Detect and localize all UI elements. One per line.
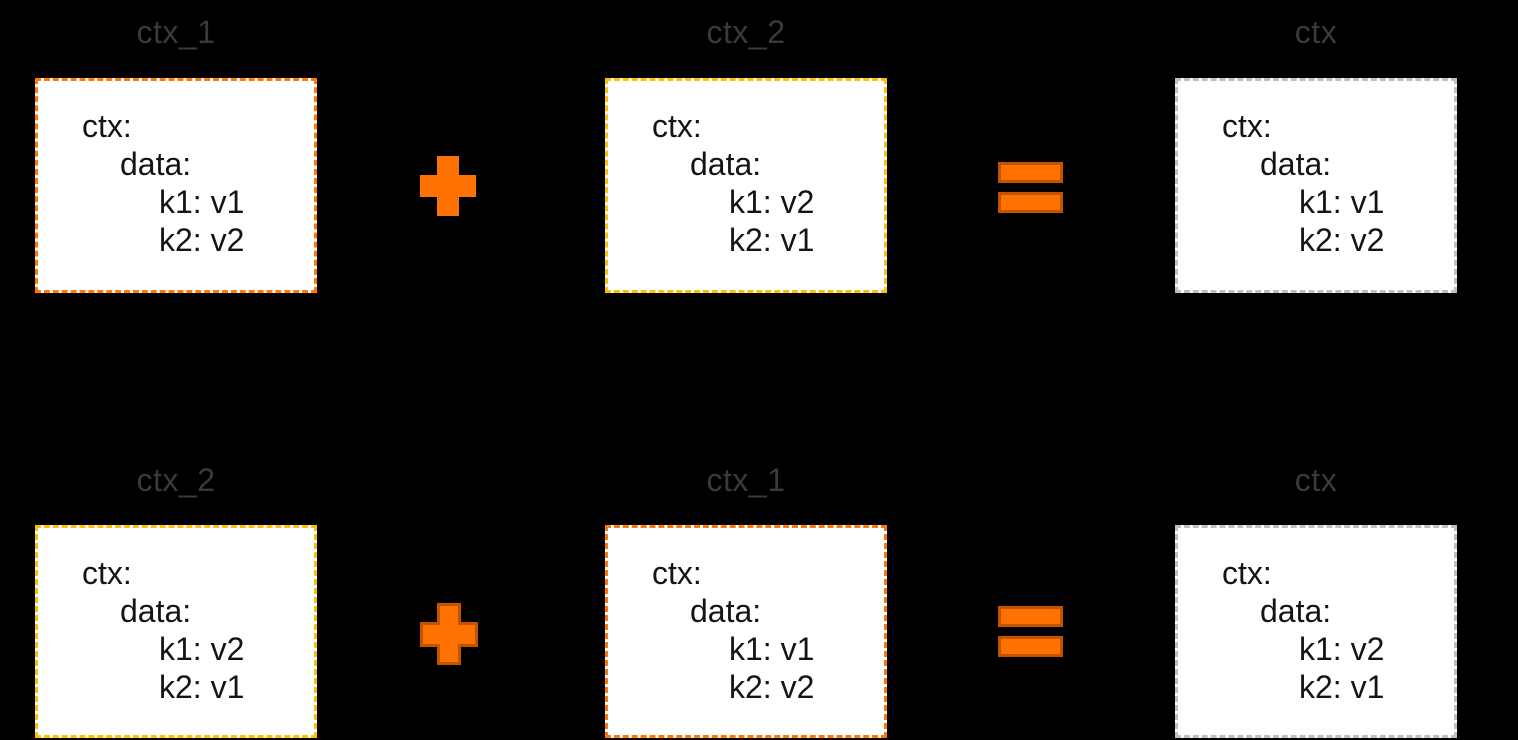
box-title: ctx_1 xyxy=(706,462,786,498)
plus-icon xyxy=(420,603,478,665)
context-box-result: ctx: data: k1: v2 k2: v1 xyxy=(1175,525,1457,738)
yaml-line: ctx: xyxy=(82,108,132,144)
yaml-line: ctx: xyxy=(652,108,702,144)
yaml-line: k1: v1 xyxy=(1299,184,1385,220)
yaml-line: data: xyxy=(690,146,762,182)
yaml-line: k1: v2 xyxy=(1299,631,1385,667)
yaml-line: data: xyxy=(1260,146,1332,182)
yaml-line: ctx: xyxy=(82,555,132,591)
yaml-line: k2: v2 xyxy=(729,669,815,705)
context-box-result: ctx: data: k1: v1 k2: v2 xyxy=(1175,78,1457,293)
yaml-line: k2: v1 xyxy=(1299,669,1385,705)
yaml-line: data: xyxy=(120,146,192,182)
yaml-line: k2: v2 xyxy=(159,222,245,258)
yaml-line: data: xyxy=(120,593,192,629)
box-title: ctx xyxy=(1294,14,1338,50)
equals-icon xyxy=(998,162,1063,213)
plus-icon xyxy=(420,156,476,216)
context-box-operand1: ctx: data: k1: v1 k2: v2 xyxy=(35,78,317,293)
yaml-line: k1: v1 xyxy=(159,184,245,220)
context-box-operand2: ctx: data: k1: v1 k2: v2 xyxy=(605,525,887,738)
yaml-line: data: xyxy=(690,593,762,629)
yaml-line: k2: v2 xyxy=(1299,222,1385,258)
box-title: ctx xyxy=(1294,462,1338,498)
yaml-line: k1: v1 xyxy=(729,631,815,667)
box-title: ctx_2 xyxy=(706,14,786,50)
yaml-line: k2: v1 xyxy=(729,222,815,258)
yaml-line: data: xyxy=(1260,593,1332,629)
yaml-line: k2: v1 xyxy=(159,669,245,705)
yaml-line: k1: v2 xyxy=(729,184,815,220)
equals-icon xyxy=(998,606,1063,657)
box-title: ctx_2 xyxy=(136,462,216,498)
yaml-line: k1: v2 xyxy=(159,631,245,667)
context-box-operand1: ctx: data: k1: v2 k2: v1 xyxy=(35,525,317,738)
context-box-operand2: ctx: data: k1: v2 k2: v1 xyxy=(605,78,887,293)
box-title: ctx_1 xyxy=(136,14,216,50)
yaml-line: ctx: xyxy=(652,555,702,591)
yaml-line: ctx: xyxy=(1222,555,1272,591)
yaml-line: ctx: xyxy=(1222,108,1272,144)
